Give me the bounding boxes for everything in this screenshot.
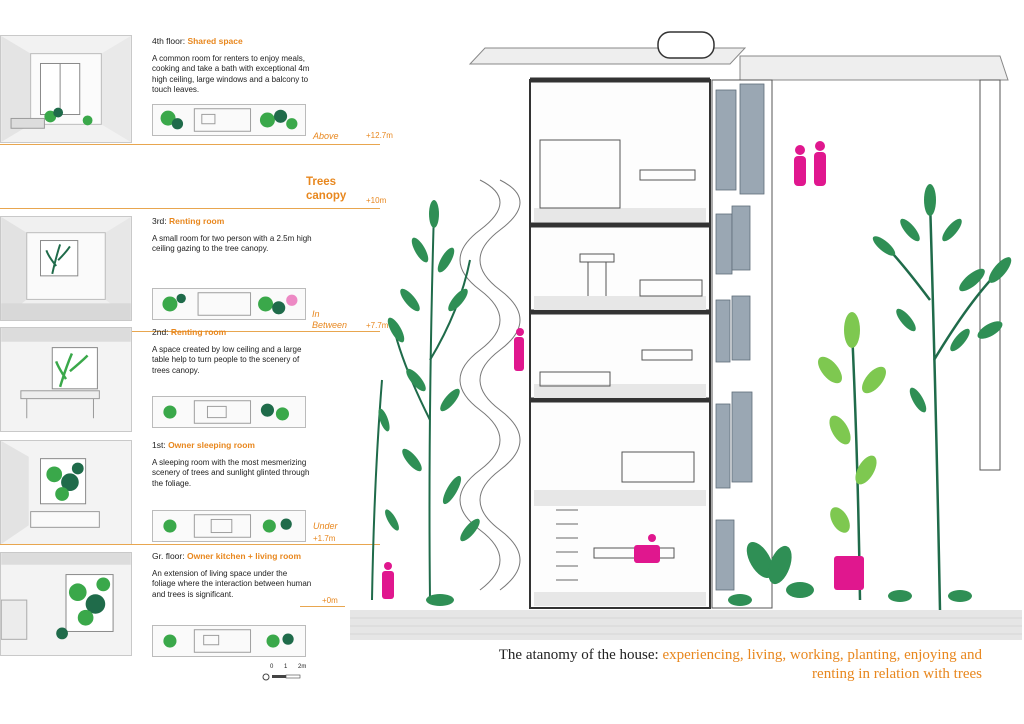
level-line-1-7 bbox=[0, 544, 380, 545]
zone-label-between-line2: Between bbox=[312, 320, 348, 330]
floor-desc: A common room for renters to enjoy meals… bbox=[152, 53, 310, 95]
floor-desc: A space created by low ceiling and a lar… bbox=[152, 344, 302, 375]
floor-description-ground: Gr. floor: Owner kitchen + living room A… bbox=[152, 551, 312, 600]
window-shutters bbox=[715, 83, 765, 591]
plan-strip-ground bbox=[152, 625, 306, 657]
floor-name: Owner sleeping room bbox=[168, 440, 255, 450]
ground-shrubs bbox=[426, 541, 972, 606]
floor-heading: 1st: Owner sleeping room bbox=[152, 440, 312, 451]
tree-right-leaves bbox=[872, 184, 1012, 413]
room-render-1st-floor-illustration bbox=[1, 441, 131, 544]
scale-bar-graphic bbox=[262, 673, 301, 681]
plan-strip-2nd bbox=[152, 396, 306, 428]
furniture bbox=[539, 139, 703, 559]
level-label-10: +10m bbox=[366, 196, 387, 205]
level-label-0: +0m bbox=[322, 596, 338, 605]
level-line-7-7 bbox=[0, 331, 380, 332]
scale-tick-2m: 2m bbox=[298, 664, 307, 670]
floor-name: Renting room bbox=[169, 216, 225, 226]
caption-lead: The atanomy of the house: bbox=[498, 647, 663, 663]
room-render-2nd-floor-illustration bbox=[1, 328, 131, 431]
zone-label-between-line1: In bbox=[312, 309, 320, 319]
plan-strip-3rd bbox=[152, 288, 306, 320]
floor-level: 3rd: bbox=[152, 216, 170, 226]
tree-right-light-leaves bbox=[818, 312, 886, 533]
plan-strip-1st bbox=[152, 510, 306, 542]
ground-hatch bbox=[350, 610, 1022, 640]
room-render-ground-floor bbox=[0, 552, 132, 656]
caption-accent-1: experiencing, living, working, planting,… bbox=[662, 647, 982, 663]
floor-level: 4th floor: bbox=[152, 36, 188, 46]
floor-level: Gr. floor: bbox=[152, 551, 187, 561]
room-render-4th-floor-illustration bbox=[1, 36, 131, 142]
level-label-1-7: +1.7m bbox=[313, 534, 336, 543]
floor-plan-2nd bbox=[163, 400, 289, 424]
level-label-12-7: +12.7m bbox=[366, 131, 393, 140]
plan-strip-4th bbox=[152, 104, 306, 136]
scale-tick-1: 1 bbox=[284, 664, 288, 670]
building-section-illustration bbox=[350, 31, 1022, 640]
floor-name: Shared space bbox=[187, 36, 243, 46]
floor-name: Renting room bbox=[170, 327, 227, 337]
floor-description-3rd: 3rd: Renting room A small room for two p… bbox=[152, 216, 312, 255]
zone-label-canopy-line1: Trees bbox=[306, 176, 337, 188]
room-render-3rd-floor-illustration bbox=[1, 217, 131, 320]
room-render-2nd-floor bbox=[0, 327, 132, 432]
scale-tick-0: 0 bbox=[270, 664, 274, 670]
floor-desc: A small room for two person with a 2.5m … bbox=[152, 233, 312, 254]
floor-slabs bbox=[534, 208, 706, 606]
room-render-1st-floor bbox=[0, 440, 132, 545]
floor-level: 1st: bbox=[152, 440, 169, 450]
floor-desc: An extension of living space under the f… bbox=[152, 568, 312, 599]
room-render-3rd-floor bbox=[0, 216, 132, 321]
interior-stair bbox=[556, 509, 578, 581]
floor-desc: A sleeping room with the most mesmerizin… bbox=[152, 457, 310, 488]
floor-description-2nd: 2nd: Renting room A space created by low… bbox=[152, 327, 312, 376]
tree-right bbox=[850, 199, 1001, 611]
human-figures bbox=[382, 141, 864, 599]
level-line-10 bbox=[0, 208, 380, 209]
floor-heading: Gr. floor: Owner kitchen + living room bbox=[152, 551, 312, 562]
floor-plan-4th bbox=[160, 108, 298, 132]
zone-label-trees-canopy: Trees canopy bbox=[306, 175, 346, 203]
level-label-7-7: +7.7m bbox=[366, 321, 389, 330]
tree-left-leaves bbox=[378, 200, 480, 542]
tree-left bbox=[371, 209, 471, 601]
floor-description-4th: 4th floor: Shared space A common room fo… bbox=[152, 36, 312, 96]
level-line-12-7 bbox=[0, 144, 380, 145]
floor-level: 2nd: bbox=[152, 327, 171, 337]
ground-hatch-lines bbox=[350, 617, 1022, 635]
floor-heading: 2nd: Renting room bbox=[152, 327, 312, 338]
zone-label-in-between: In Between bbox=[312, 309, 347, 331]
scale-bar: 0 1 2m bbox=[262, 664, 322, 684]
floor-plan-3rd bbox=[162, 292, 298, 316]
floor-description-1st: 1st: Owner sleeping room A sleeping room… bbox=[152, 440, 312, 489]
section-caption: The atanomy of the house: experiencing, … bbox=[499, 646, 982, 684]
zone-label-under: Under bbox=[313, 521, 338, 531]
floor-heading: 4th floor: Shared space bbox=[152, 36, 312, 47]
caption-accent-2: renting in relation with trees bbox=[812, 666, 982, 682]
zone-label-above: Above bbox=[313, 131, 339, 141]
roof-right bbox=[739, 55, 1009, 81]
caption-line-1: The atanomy of the house: experiencing, … bbox=[499, 646, 982, 665]
room-render-ground-floor-illustration bbox=[1, 553, 131, 655]
floor-heading: 3rd: Renting room bbox=[152, 216, 312, 227]
water-tank bbox=[657, 31, 715, 59]
zone-label-canopy-line2: canopy bbox=[306, 190, 347, 202]
room-render-4th-floor bbox=[0, 35, 132, 143]
level-line-0 bbox=[300, 606, 345, 607]
floor-name: Owner kitchen + living room bbox=[186, 551, 302, 561]
floor-plan-1st bbox=[163, 514, 292, 538]
floor-plan-ground bbox=[163, 629, 294, 653]
